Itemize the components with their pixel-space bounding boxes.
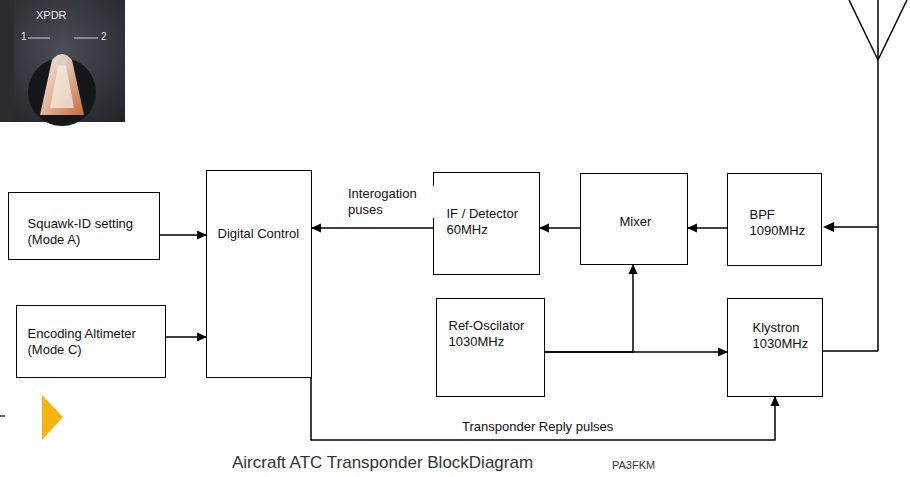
signal-arrow (545, 351, 727, 353)
antenna-symbol (822, 0, 907, 351)
panel-marking: 2 (101, 31, 107, 42)
figure-caption: Aircraft ATC Transponder BlockDiagram (232, 453, 533, 473)
box-label: Klystron 1030MHz (753, 320, 815, 352)
signal-arrow (166, 336, 206, 338)
panel-marking: XPDR (36, 9, 67, 21)
play-triangle (42, 395, 63, 440)
edge-mark (0, 415, 5, 417)
signal-arrow (545, 265, 633, 352)
signal-label: Interogation puses (348, 186, 440, 218)
signal-arrow (160, 234, 206, 236)
mixer-box: Mixer (580, 173, 688, 265)
box-label: Mixer (620, 214, 652, 230)
box-label: Squawk-ID setting (Mode A) (28, 216, 148, 248)
input-box: Encoding Altimeter (Mode C) (16, 305, 166, 378)
xpdr-knob-photo (0, 0, 125, 126)
signal-arrow (540, 227, 580, 229)
transmitter-box: Klystron 1030MHz (727, 298, 823, 397)
box-label: Encoding Altimeter (Mode C) (28, 326, 153, 358)
box-label: Digital Control (218, 226, 300, 242)
signal-arrow (312, 227, 433, 229)
signal-arrow (688, 227, 727, 229)
box-label: IF / Detector 60MHz (447, 206, 532, 238)
control-box: Digital Control (206, 170, 312, 378)
panel-marking: 1 (21, 31, 27, 42)
signal-label: Transponder Reply pulses (462, 419, 613, 435)
filter-box: BPF 1090MHz (727, 173, 822, 266)
oscillator-box: Ref-Oscilator 1030MHz (436, 298, 545, 397)
detector-box: IF / Detector 60MHz (433, 172, 540, 275)
box-label: Ref-Oscilator 1030MHz (449, 318, 537, 350)
input-box: Squawk-ID setting (Mode A) (8, 192, 160, 260)
author-tag: PA3FKM (612, 459, 655, 471)
box-label: BPF 1090MHz (750, 207, 812, 239)
